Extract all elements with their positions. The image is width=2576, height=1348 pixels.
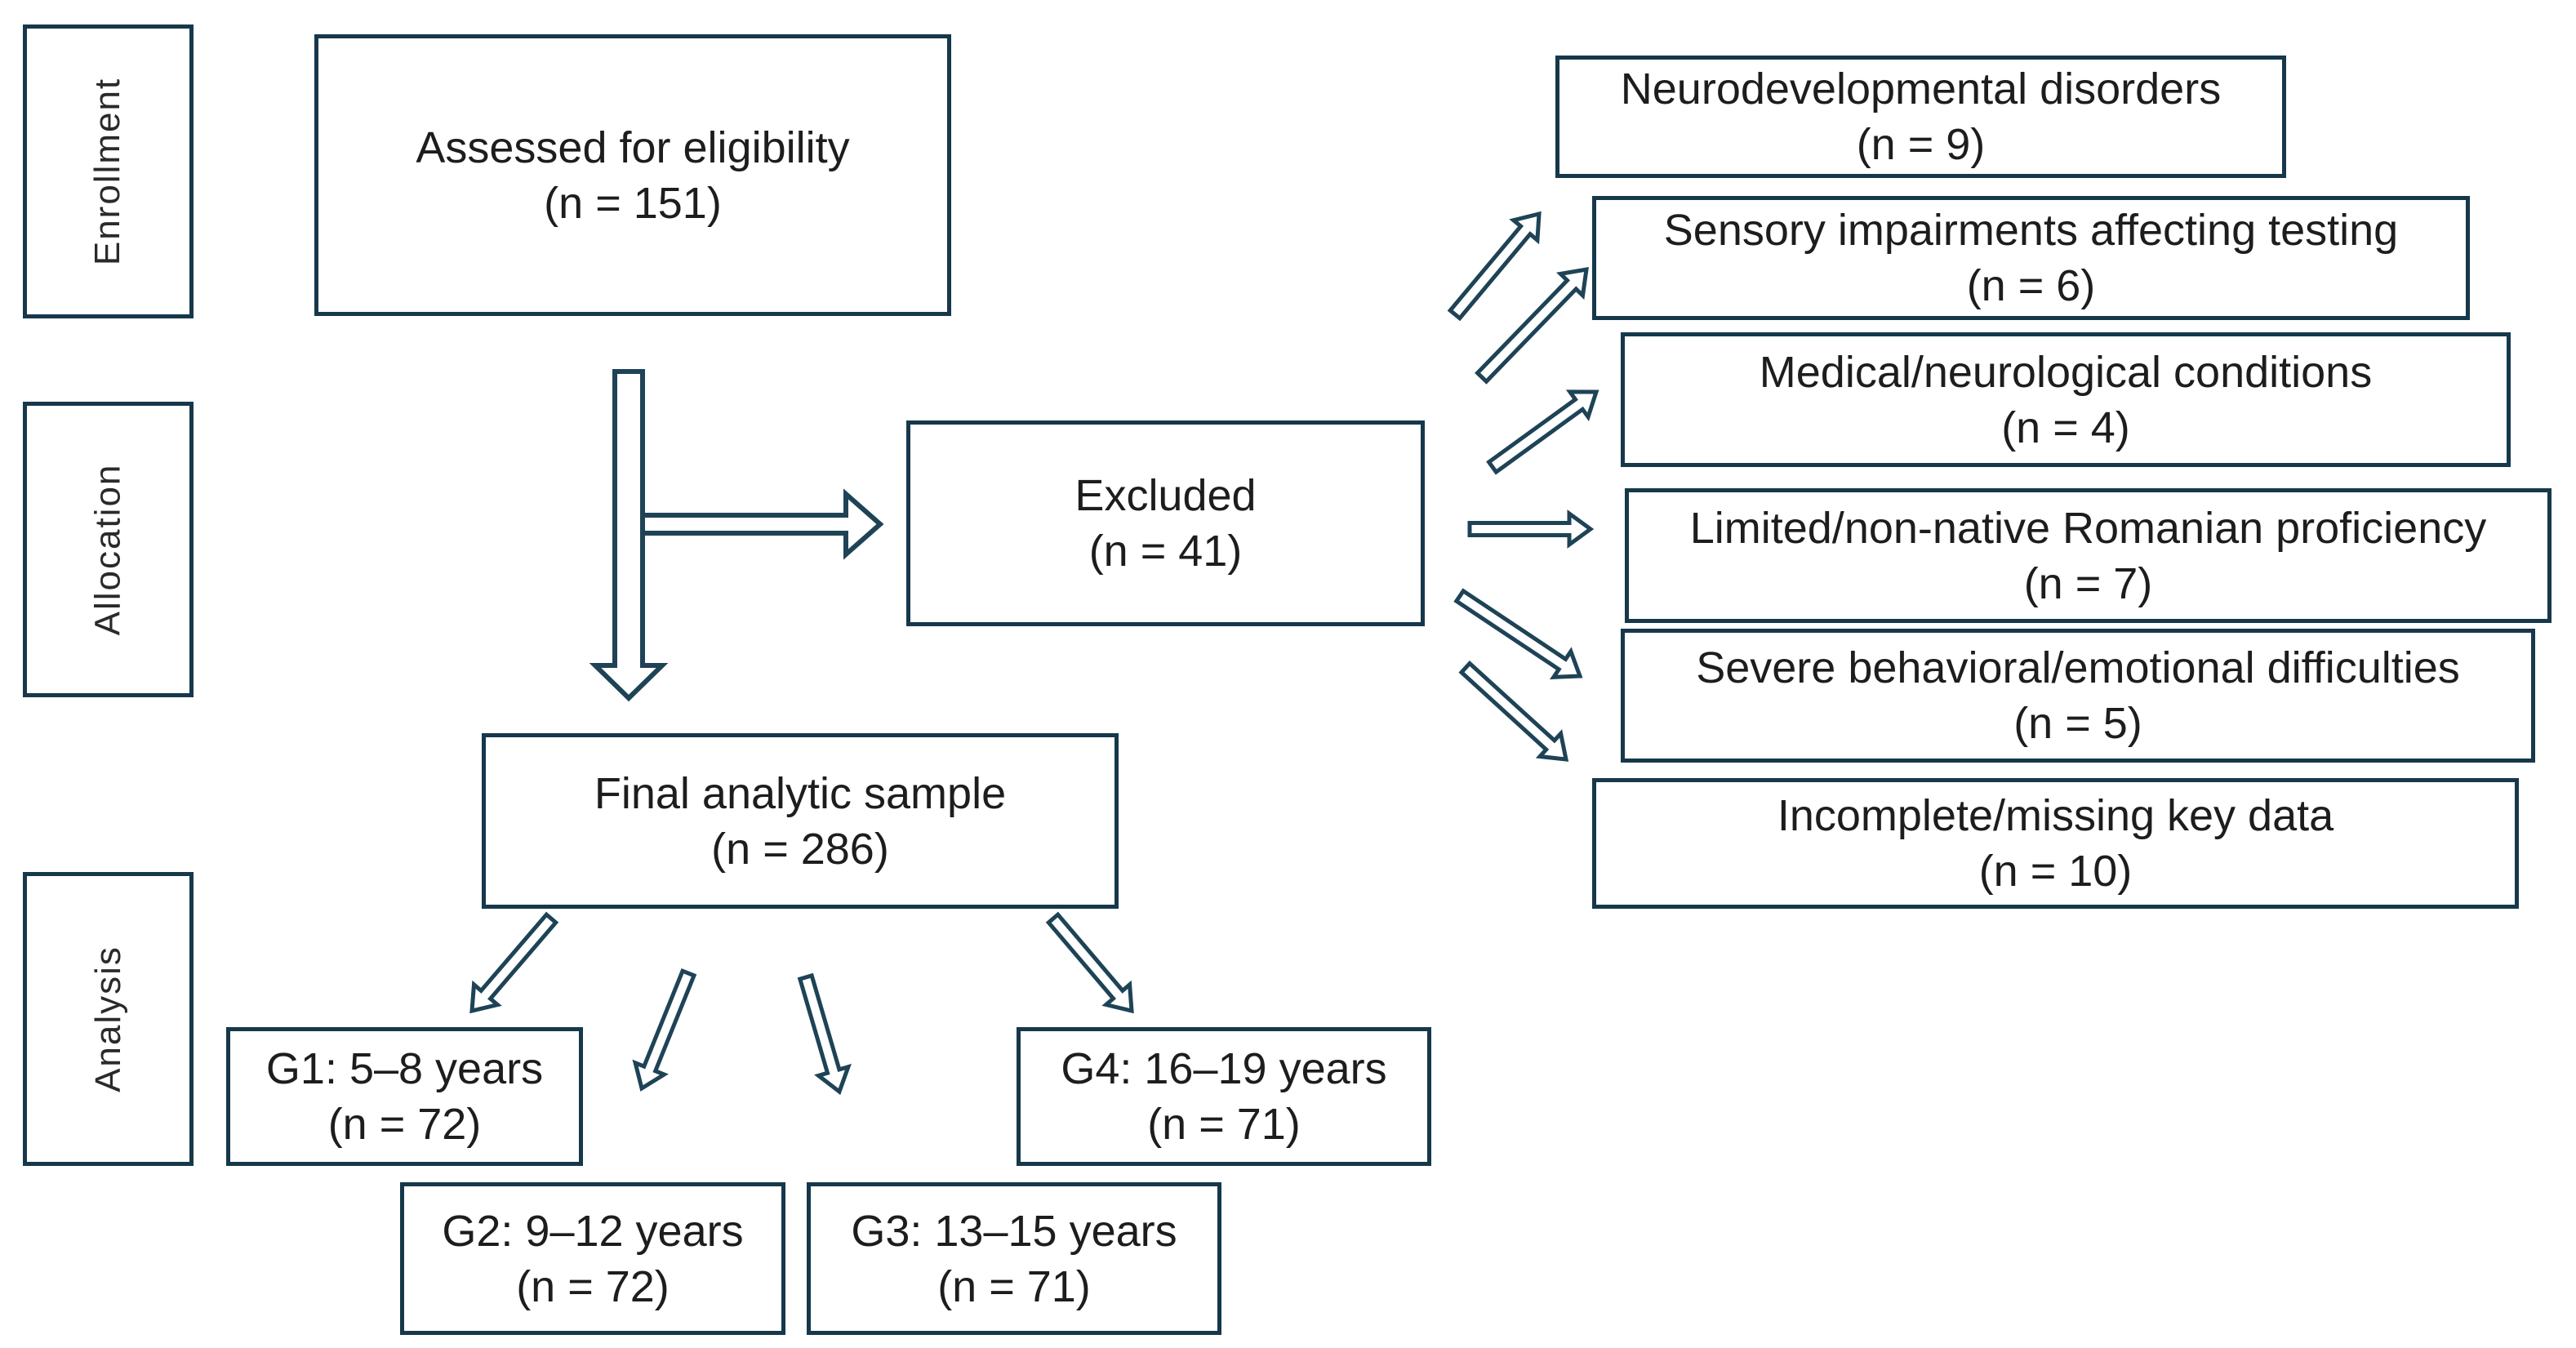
assessed-for-eligibility-box: Assessed for eligibility (n = 151): [314, 34, 951, 316]
g3-count: (n = 71): [937, 1261, 1091, 1311]
reason-incomplete-count: (n = 10): [1978, 847, 2133, 896]
stage-label-allocation: Allocation: [87, 463, 128, 636]
reason-romanian-count: (n = 7): [2023, 558, 2153, 608]
final-title: Final analytic sample: [594, 768, 1007, 818]
stage-label-analysis: Analysis: [87, 945, 128, 1092]
reason-romanian-title: Limited/non-native Romanian proficiency: [1689, 503, 2487, 553]
group-g2-box: G2: 9–12 years (n = 72): [400, 1182, 785, 1335]
g1-count: (n = 72): [327, 1100, 482, 1149]
g3-title: G3: 13–15 years: [851, 1206, 1177, 1256]
final-analytic-sample-box: Final analytic sample (n = 286): [482, 733, 1119, 909]
reason-sensory-box: Sensory impairments affecting testing (n…: [1592, 196, 2470, 320]
arrow-excluded-to-neurodevelopmental: [1447, 211, 1542, 322]
reason-incomplete-data-box: Incomplete/missing key data (n = 10): [1592, 778, 2519, 909]
reason-incomplete-title: Incomplete/missing key data: [1777, 791, 2334, 840]
arrow-assessed-to-excluded: [626, 488, 884, 560]
arrow-excluded-to-medical: [1486, 389, 1599, 475]
reason-neurodevelopmental-count: (n = 9): [1856, 120, 1986, 169]
arrow-final-to-g1: [469, 911, 559, 1014]
g2-title: G2: 9–12 years: [442, 1206, 744, 1256]
reason-sensory-count: (n = 6): [1966, 261, 2096, 310]
reason-medical-count: (n = 4): [2001, 403, 2130, 452]
reason-sensory-title: Sensory impairments affecting testing: [1663, 206, 2399, 255]
stage-label-enrollment: Enrollment: [87, 77, 128, 266]
excluded-title: Excluded: [1074, 471, 1257, 520]
reason-medical-box: Medical/neurological conditions (n = 4): [1621, 332, 2511, 467]
g1-title: G1: 5–8 years: [265, 1044, 544, 1093]
reason-behavioral-box: Severe behavioral/emotional difficulties…: [1621, 629, 2535, 763]
assessed-title: Assessed for eligibility: [416, 122, 850, 172]
stage-box-allocation: Allocation: [23, 402, 194, 697]
excluded-count: (n = 41): [1088, 527, 1243, 576]
stage-box-analysis: Analysis: [23, 872, 194, 1166]
arrow-excluded-to-sensory: [1475, 266, 1589, 385]
excluded-box: Excluded (n = 41): [906, 420, 1425, 626]
arrow-final-to-g2: [632, 968, 697, 1092]
reason-medical-title: Medical/neurological conditions: [1759, 347, 2373, 397]
reason-behavioral-count: (n = 5): [2013, 699, 2142, 748]
reason-romanian-proficiency-box: Limited/non-native Romanian proficiency …: [1625, 488, 2552, 623]
arrow-excluded-to-romanian: [1467, 509, 1595, 549]
group-g1-box: G1: 5–8 years (n = 72): [226, 1027, 583, 1166]
assessed-count: (n = 151): [544, 178, 722, 228]
reason-neurodevelopmental-title: Neurodevelopmental disorders: [1620, 65, 2222, 113]
group-g4-box: G4: 16–19 years (n = 71): [1017, 1027, 1431, 1166]
final-count: (n = 286): [711, 824, 889, 874]
arrow-final-to-g4: [1045, 911, 1134, 1014]
arrow-excluded-to-behavioral: [1453, 588, 1583, 680]
group-g3-box: G3: 13–15 years (n = 71): [807, 1182, 1221, 1335]
g4-title: G4: 16–19 years: [1061, 1044, 1387, 1093]
stage-box-enrollment: Enrollment: [23, 24, 194, 318]
arrow-final-to-g3: [797, 972, 852, 1096]
g4-count: (n = 71): [1147, 1100, 1301, 1149]
reason-neurodevelopmental-box: Neurodevelopmental disorders (n = 9): [1555, 56, 2286, 178]
arrow-excluded-to-incomplete: [1458, 660, 1569, 762]
arrow-assessed-to-final: [589, 369, 669, 702]
reason-behavioral-title: Severe behavioral/emotional difficulties: [1696, 643, 2460, 692]
g2-count: (n = 72): [516, 1261, 670, 1311]
